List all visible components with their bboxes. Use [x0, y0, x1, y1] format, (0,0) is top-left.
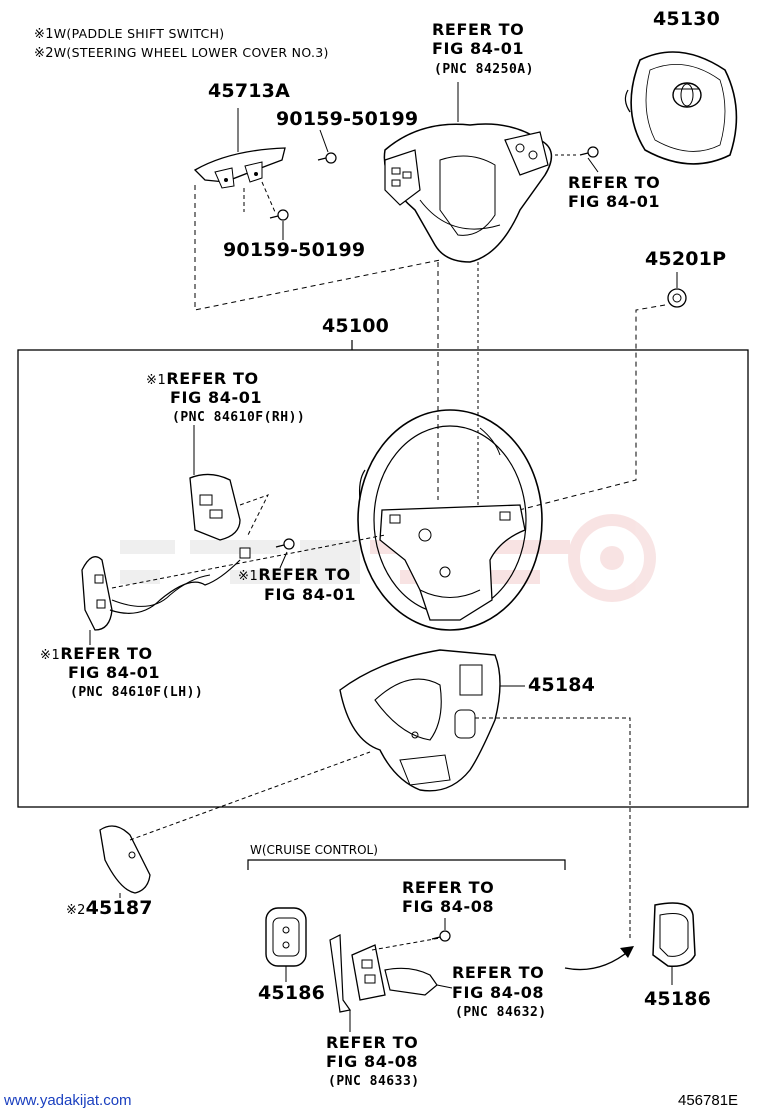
part-45186-right: 45186	[644, 988, 712, 1010]
cruise-control-label: W(CRUISE CONTROL)	[250, 843, 378, 857]
lower-cover-45713A	[193, 147, 286, 189]
ref-cruise-wire-line1[interactable]: REFER TO	[326, 1033, 419, 1052]
switch-45186-left	[265, 907, 307, 967]
ref-paddle-lh-text1: REFER TO	[60, 644, 153, 663]
ref-paddle-rh-mark: ※1	[146, 373, 167, 388]
ref-cruise-wire-line2[interactable]: FIG 84-08	[326, 1052, 419, 1071]
ref-paddle-lh-mark: ※1	[40, 648, 61, 663]
ref-paddle-rh-line2[interactable]: FIG 84-01	[170, 388, 263, 407]
ref-screw-line2[interactable]: FIG 84-01	[264, 585, 357, 604]
ref-cruise-screw-line1[interactable]: REFER TO	[402, 878, 495, 897]
note1-mark: ※1	[34, 27, 54, 42]
ref-screw-line1[interactable]: ※1REFER TO	[238, 565, 351, 584]
ref-paddle-rh-pnc: (PNC 84610F(RH))	[172, 410, 306, 425]
lower-cover-45184	[339, 649, 501, 792]
cruise-switch-assembly	[329, 934, 438, 1013]
assembly-box-45100	[17, 349, 749, 808]
part-45186-left: 45186	[258, 982, 326, 1004]
part-45130: 45130	[653, 8, 721, 30]
ref-screw-mark: ※1	[238, 569, 259, 584]
ref-top-right-line1[interactable]: REFER TO	[568, 173, 661, 192]
part-90159-bottom: 90159-50199	[223, 239, 366, 261]
part-45201P: 45201P	[645, 248, 727, 270]
ref-cruise-switch-line2[interactable]: FIG 84-08	[452, 983, 545, 1002]
ref-cruise-switch-line1[interactable]: REFER TO	[452, 963, 545, 982]
part-45713A: 45713A	[208, 80, 291, 102]
part-45187-mark: ※2	[66, 903, 86, 918]
note-paddle-shift: ※1W(PADDLE SHIFT SWITCH)	[34, 26, 225, 42]
website-link[interactable]: www.yadakijat.com	[4, 1092, 132, 1109]
figure-id: 456781E	[678, 1092, 739, 1109]
ref-cruise-screw-line2[interactable]: FIG 84-08	[402, 897, 495, 916]
part-45100: 45100	[322, 315, 390, 337]
bolt-top	[317, 152, 337, 164]
ref-paddle-lh-pnc: (PNC 84610F(LH))	[70, 685, 204, 700]
cruise-bracket	[247, 859, 566, 870]
ref-paddle-lh-line2[interactable]: FIG 84-01	[68, 663, 161, 682]
ref-top-right-line2[interactable]: FIG 84-01	[568, 192, 661, 211]
steering-wheel-45100	[357, 409, 543, 631]
arrow-right	[564, 949, 631, 971]
steering-switch-cover	[383, 123, 553, 263]
small-screw-top-right	[579, 146, 599, 158]
ref-top-center-line2[interactable]: FIG 84-01	[432, 39, 525, 58]
horn-pad-45130	[624, 51, 738, 165]
part-45184: 45184	[528, 674, 596, 696]
part-45187: ※245187	[66, 899, 153, 918]
paddle-switch-rh	[189, 473, 241, 541]
switch-45186-right	[652, 902, 696, 968]
ref-paddle-rh-text1: REFER TO	[166, 369, 259, 388]
nut-45201P	[667, 288, 687, 308]
cruise-screw	[431, 930, 451, 942]
ref-paddle-rh-line1[interactable]: ※1REFER TO	[146, 369, 259, 388]
ref-top-center-line1[interactable]: REFER TO	[432, 20, 525, 39]
ref-screw-text1: REFER TO	[258, 565, 351, 584]
note2-text: W(STEERING WHEEL LOWER COVER NO.3)	[53, 45, 329, 60]
paddle-switch-lh	[81, 547, 251, 631]
ref-cruise-switch-pnc: (PNC 84632)	[455, 1005, 547, 1020]
cover-45187	[99, 825, 151, 894]
ref-top-center-pnc: (PNC 84250A)	[434, 62, 534, 77]
bolt-bottom	[269, 209, 289, 221]
part-45187-number: 45187	[85, 897, 153, 919]
note1-text: W(PADDLE SHIFT SWITCH)	[53, 26, 225, 41]
screw-in-box	[275, 538, 295, 550]
note-lower-cover: ※2W(STEERING WHEEL LOWER COVER NO.3)	[34, 45, 329, 61]
ref-paddle-lh-line1[interactable]: ※1REFER TO	[40, 644, 153, 663]
part-90159-top: 90159-50199	[276, 108, 419, 130]
ref-cruise-wire-pnc: (PNC 84633)	[328, 1074, 420, 1089]
note2-mark: ※2	[34, 46, 54, 61]
